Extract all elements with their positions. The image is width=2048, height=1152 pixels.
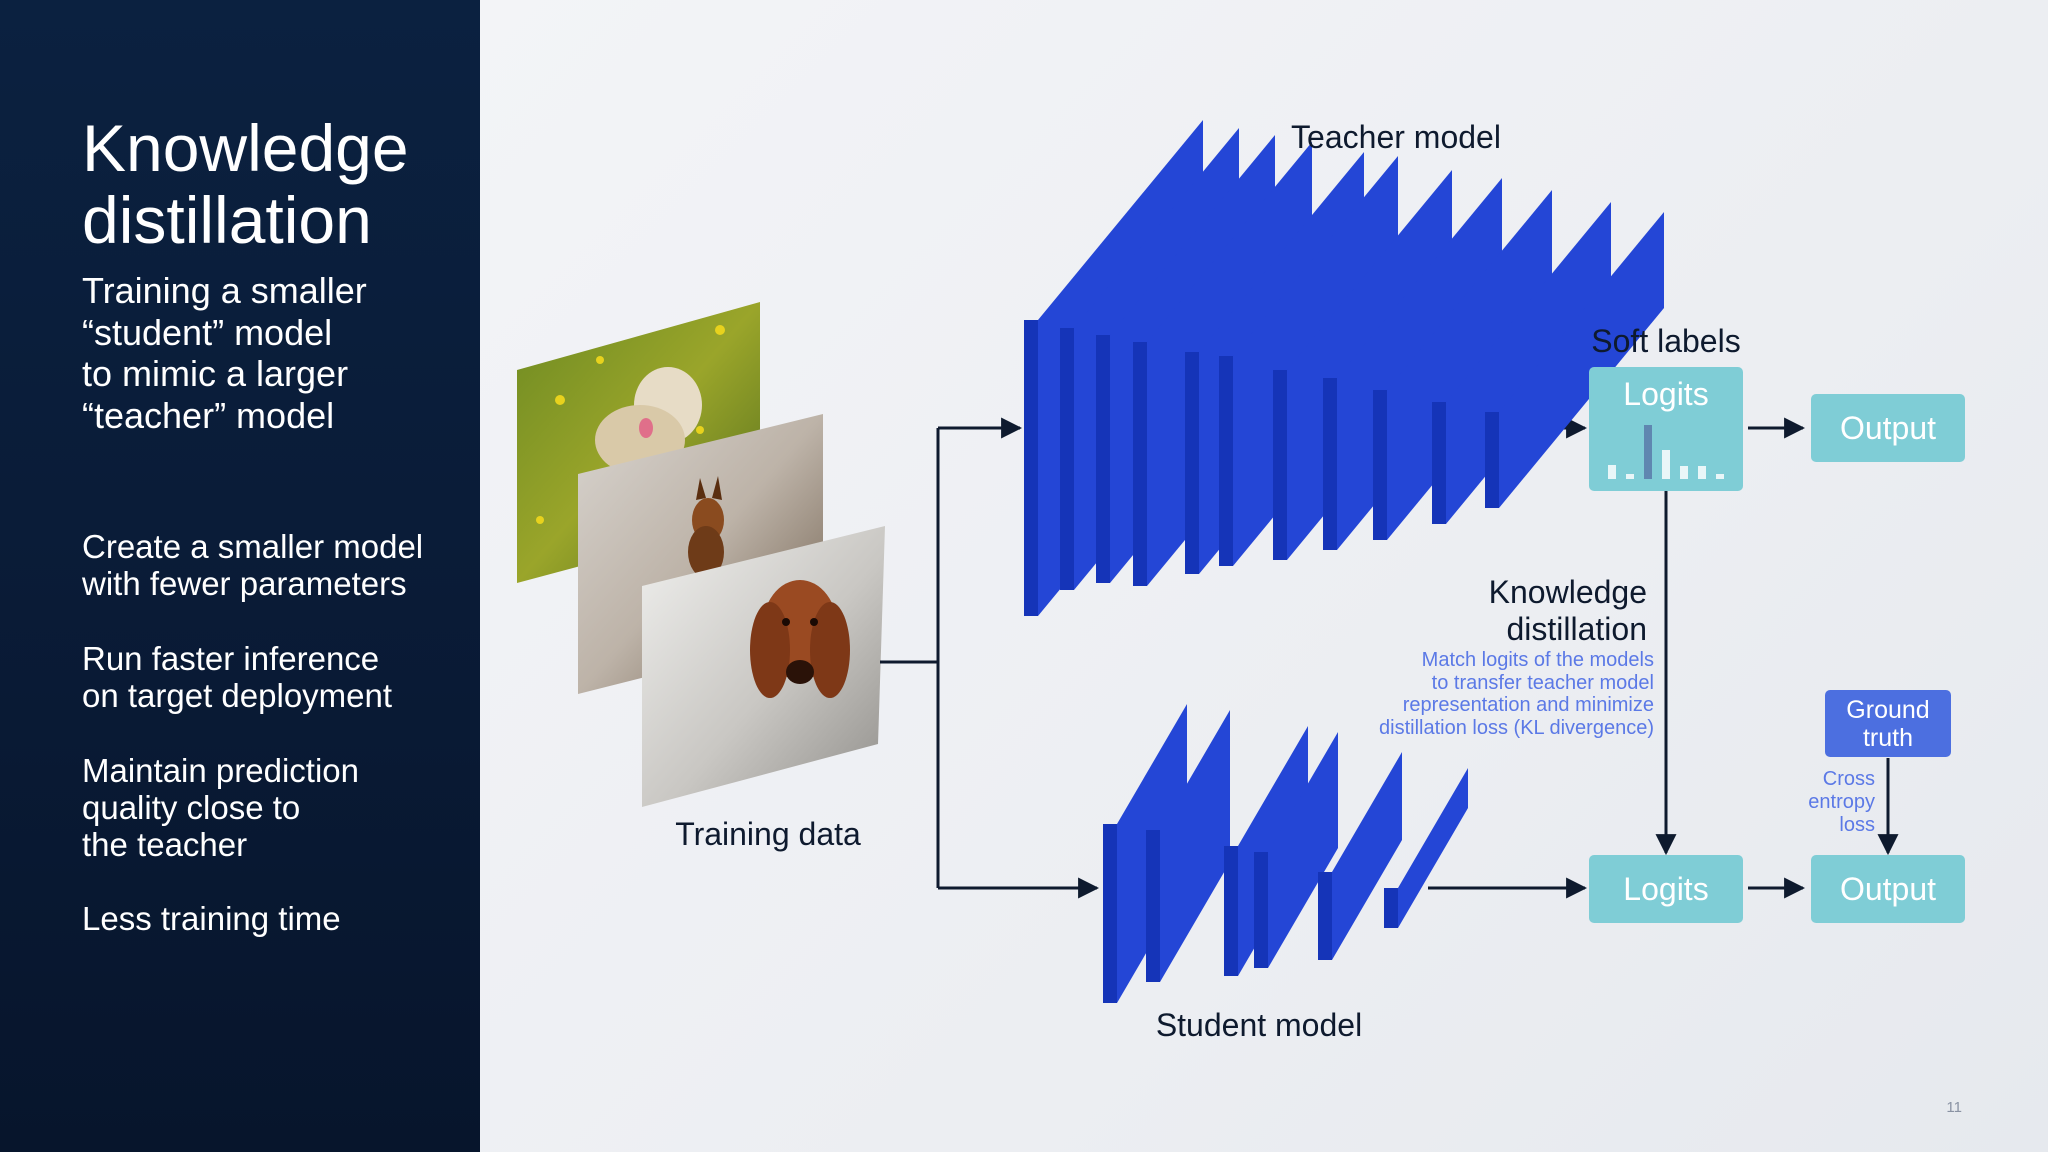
distillation-diagram: Training data Teacher model Student mode… [517, 119, 1965, 1116]
bullet-line: quality close to [82, 789, 301, 826]
logits-histogram-icon [1608, 425, 1724, 479]
student-layer-6 [1384, 768, 1468, 928]
page-number: 11 [1946, 1099, 1962, 1116]
student-model-layers [1103, 704, 1468, 1003]
teacher-model-label: Teacher model [1291, 119, 1501, 155]
student-output-label: Output [1840, 871, 1936, 907]
diagram-area: Training data Teacher model Student mode… [480, 0, 2048, 1152]
student-layer-4 [1254, 732, 1338, 968]
cross-entropy-loss-label: Cross entropy loss [1808, 768, 1875, 836]
bullet-line: with fewer parameters [82, 565, 407, 602]
kd-desc-line: distillation loss (KL divergence) [1379, 717, 1654, 739]
training-photo-dachshund [642, 526, 885, 807]
slide-subtitle: Training a smaller “student” model to mi… [82, 270, 462, 436]
kd-title-line: Knowledge [1489, 574, 1647, 610]
bullet-line: on target deployment [82, 677, 393, 714]
teacher-layer-9 [1373, 190, 1552, 540]
kd-desc-line: representation and minimize [1403, 694, 1654, 716]
bullet-line: the teacher [82, 826, 248, 863]
student-logits-box: Logits [1589, 855, 1743, 923]
teacher-output-label: Output [1840, 410, 1936, 446]
subtitle-line: Training a smaller [82, 270, 367, 311]
cross-entropy-line: loss [1839, 814, 1875, 836]
bullet-line: Less training time [82, 900, 341, 937]
ground-truth-line: Ground [1846, 696, 1929, 724]
cross-entropy-line: Cross [1823, 768, 1875, 790]
kd-desc-line: Match logits of the models [1422, 649, 1654, 671]
subtitle-line: “teacher” model [82, 394, 335, 436]
bullet-less-training-time: Less training time [82, 900, 472, 937]
bullet-line: Create a smaller model [82, 528, 424, 565]
student-model-label: Student model [1156, 1007, 1362, 1043]
kd-desc-line: to transfer teacher model [1432, 672, 1654, 694]
title-line: distillation [82, 183, 372, 257]
slide-title: Knowledge distillation [82, 112, 462, 256]
bullet-line: Run faster inference [82, 640, 380, 677]
bullet-faster-inference: Run faster inference on target deploymen… [82, 640, 472, 714]
subtitle-line: “student” model [82, 311, 333, 353]
student-layer-2 [1146, 710, 1230, 982]
bullet-line: Maintain prediction [82, 752, 359, 789]
sidebar-panel: Knowledge distillation Training a smalle… [0, 0, 480, 1152]
title-line: Knowledge [82, 111, 409, 185]
teacher-layer-11 [1485, 212, 1664, 508]
ground-truth-box: Ground truth [1825, 690, 1951, 757]
bullet-prediction-quality: Maintain prediction quality close to the… [82, 752, 472, 863]
soft-labels-label: Soft labels [1591, 323, 1740, 359]
teacher-logits-label: Logits [1623, 376, 1708, 412]
student-logits-label: Logits [1623, 871, 1708, 907]
training-data-label: Training data [675, 816, 861, 852]
teacher-output-box: Output [1811, 394, 1965, 462]
kd-title-line: distillation [1506, 611, 1647, 647]
teacher-model-layers [1024, 120, 1664, 616]
knowledge-distillation-annotation: Knowledge distillation Match logits of t… [1379, 574, 1654, 739]
ground-truth-line: truth [1863, 724, 1913, 752]
teacher-logits-box: Logits [1589, 367, 1743, 491]
bullet-fewer-parameters: Create a smaller model with fewer parame… [82, 528, 472, 602]
student-output-box: Output [1811, 855, 1965, 923]
subtitle-line: to mimic a larger [82, 353, 349, 394]
cross-entropy-line: entropy [1808, 791, 1875, 813]
data-flow-arrows [880, 417, 1899, 899]
student-layer-5 [1318, 752, 1402, 960]
